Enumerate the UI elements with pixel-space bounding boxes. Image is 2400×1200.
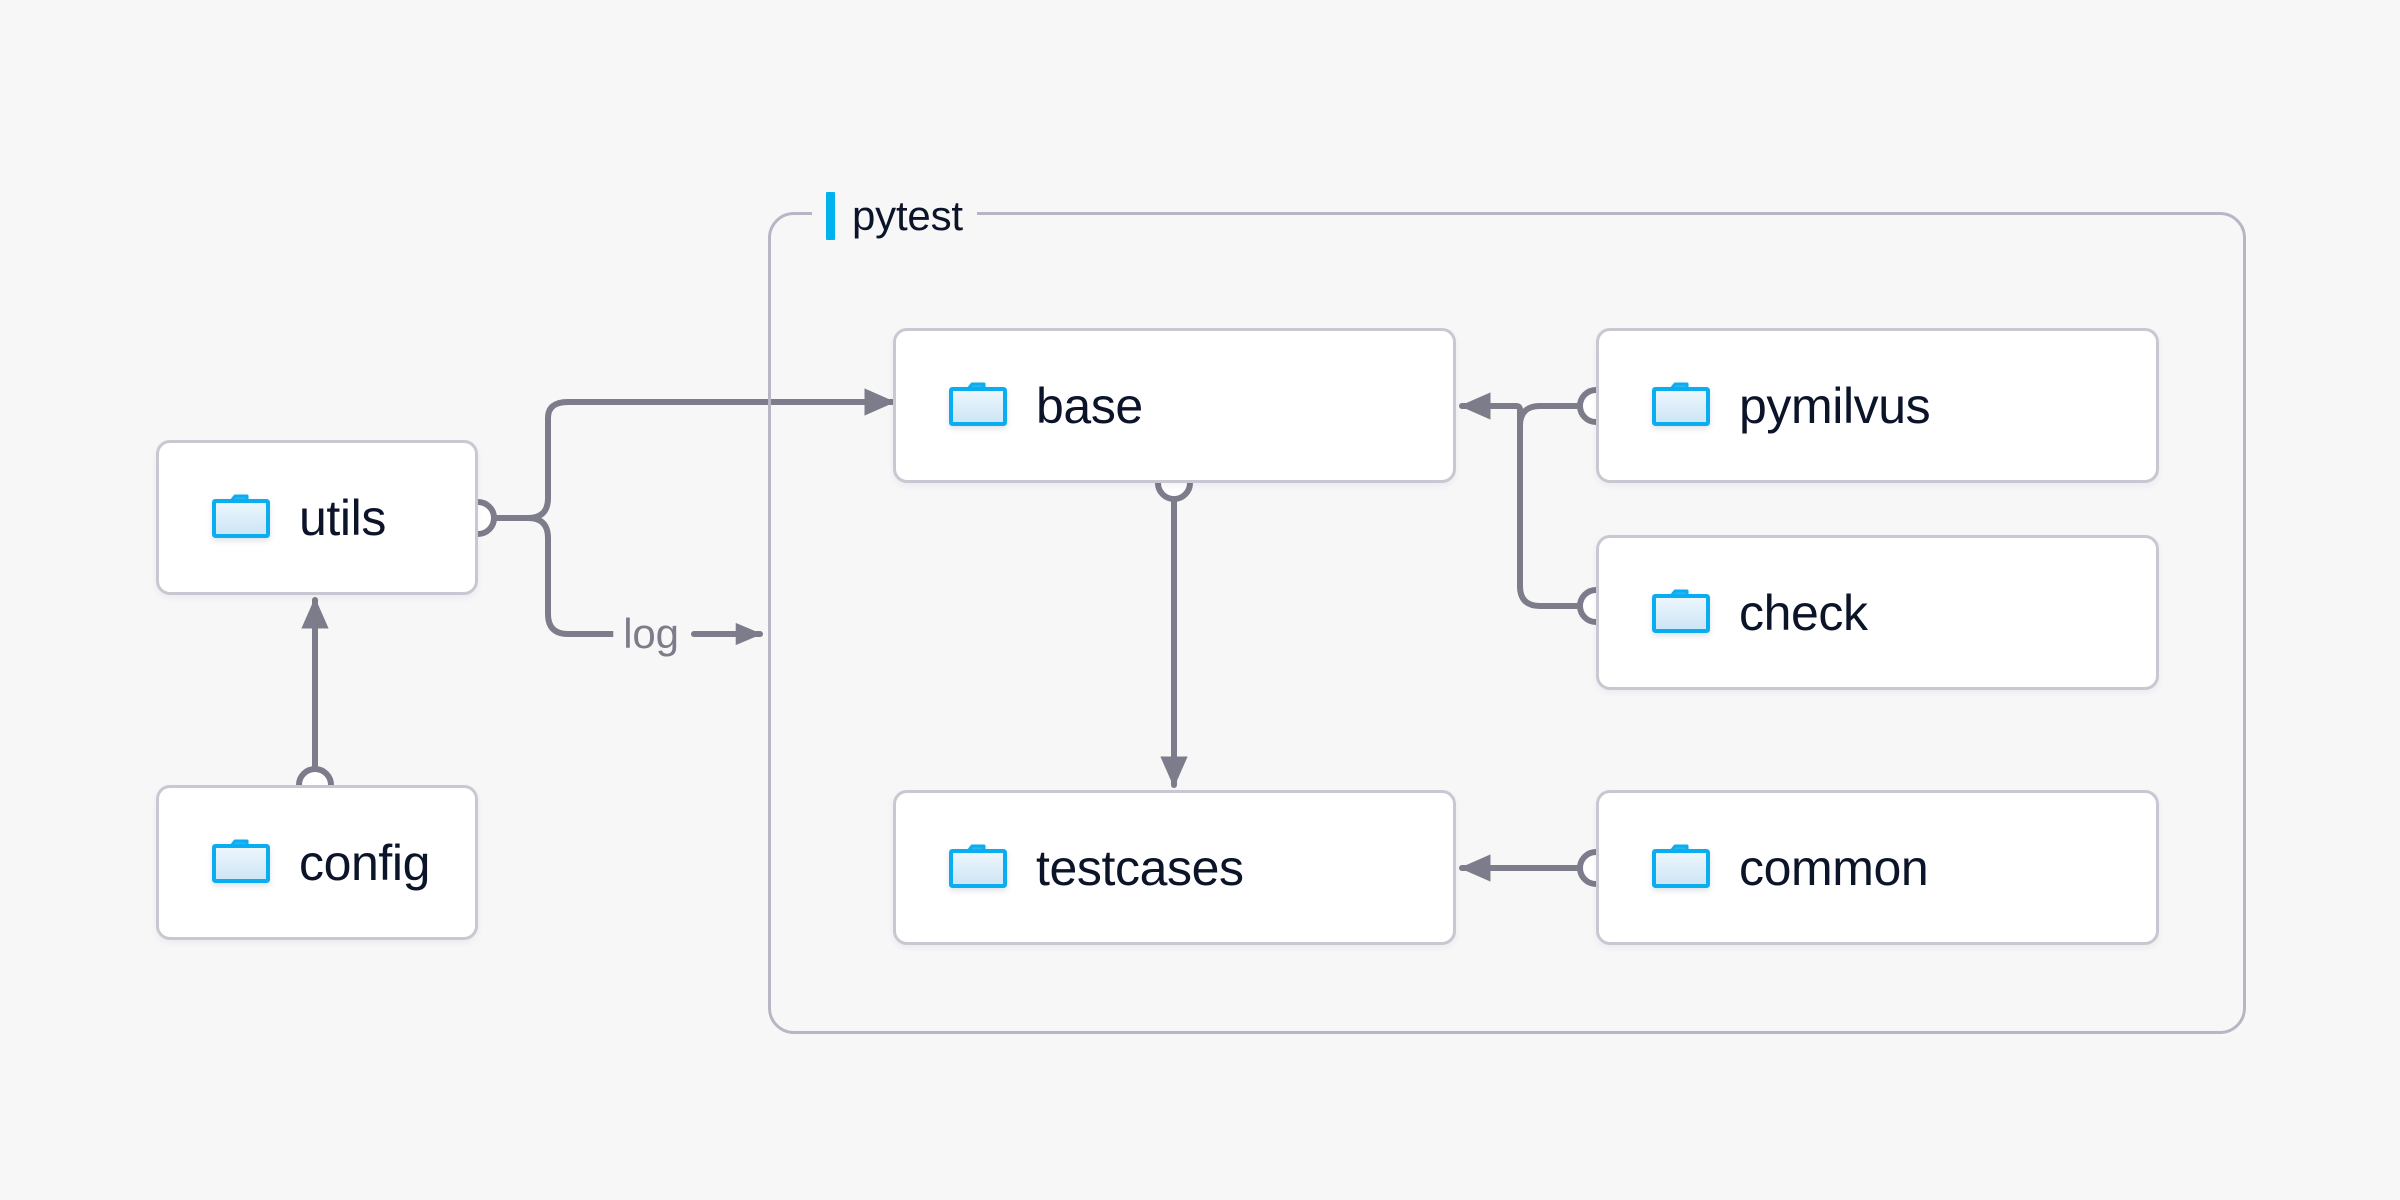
folder-icon xyxy=(948,840,1008,895)
folder-icon xyxy=(211,835,271,890)
edge-utils-to-log xyxy=(475,515,623,637)
node-common[interactable]: common xyxy=(1596,790,2159,945)
node-check[interactable]: check xyxy=(1596,535,2159,690)
group-label-text: pytest xyxy=(852,192,963,239)
node-label: testcases xyxy=(1036,839,1244,896)
node-config[interactable]: config xyxy=(156,785,478,940)
node-testcases[interactable]: testcases xyxy=(893,790,1456,945)
edge-label-log: log xyxy=(613,610,689,658)
node-pymilvus[interactable]: pymilvus xyxy=(1596,328,2159,483)
node-utils[interactable]: utils xyxy=(156,440,478,595)
pytest-group[interactable] xyxy=(768,212,2246,1034)
node-label: base xyxy=(1036,377,1143,434)
node-base[interactable]: base xyxy=(893,328,1456,483)
folder-icon xyxy=(948,378,1008,433)
node-label: config xyxy=(299,834,431,891)
node-label: common xyxy=(1739,839,1929,896)
folder-icon xyxy=(1651,378,1711,433)
pytest-group-label: pytest xyxy=(812,188,977,244)
folder-icon xyxy=(1651,840,1711,895)
folder-icon xyxy=(211,490,271,545)
group-accent-bar xyxy=(826,192,835,240)
node-label: pymilvus xyxy=(1739,377,1931,434)
node-label: check xyxy=(1739,584,1868,641)
folder-icon xyxy=(1651,585,1711,640)
node-label: utils xyxy=(299,489,386,546)
